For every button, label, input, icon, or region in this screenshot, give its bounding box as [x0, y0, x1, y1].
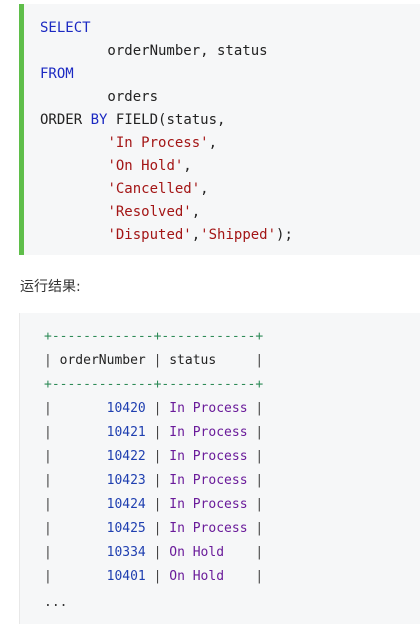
sql-value-line: 'Cancelled',	[107, 181, 209, 197]
order-number-cell: 10421	[106, 425, 146, 440]
order-number-cell: 10423	[106, 473, 146, 488]
sql-string-literal: 'Resolved'	[107, 204, 192, 220]
table-header-row: | orderNumber | status |	[44, 353, 264, 368]
sql-string-literal: 'Shipped'	[200, 227, 277, 243]
status-cell: In Process	[169, 497, 248, 512]
table-row: | 10334 | On Hold |	[44, 545, 264, 560]
sql-order-keyword: ORDER	[40, 112, 83, 128]
sql-from-keyword: FROM	[40, 66, 74, 82]
sql-value-line: 'In Process',	[107, 135, 218, 151]
column-header-status: status	[169, 353, 248, 368]
status-cell: In Process	[169, 449, 248, 464]
sql-select-columns: orderNumber, status	[40, 43, 268, 59]
table-row: | 10421 | In Process |	[44, 425, 264, 440]
sql-by-keyword: BY	[90, 112, 108, 128]
status-cell: On Hold	[169, 545, 248, 560]
status-cell: In Process	[169, 401, 248, 416]
sql-string-literal: 'Cancelled'	[107, 181, 201, 197]
order-number-cell: 10422	[106, 449, 146, 464]
status-cell: In Process	[169, 473, 248, 488]
table-border-mid: +-------------+------------+	[44, 377, 264, 392]
table-row: | 10420 | In Process |	[44, 401, 264, 416]
truncation-ellipsis: ...	[44, 595, 68, 610]
sql-table-name: orders	[40, 89, 159, 105]
sql-field-call: FIELD(status,	[115, 112, 226, 128]
table-row: | 10423 | In Process |	[44, 473, 264, 488]
column-header-ordernumber: orderNumber	[59, 353, 146, 368]
result-caption: 运行结果:	[20, 279, 81, 295]
result-output-block: +-------------+------------+ | orderNumb…	[19, 313, 420, 624]
table-row: | 10425 | In Process |	[44, 521, 264, 536]
sql-code-block: SELECT orderNumber, status FROM orders O…	[19, 4, 420, 255]
sql-string-literal: 'In Process'	[107, 135, 209, 151]
sql-value-line: 'Disputed','Shipped');	[107, 227, 293, 243]
sql-select-keyword: SELECT	[40, 20, 91, 36]
sql-string-literal: 'On Hold'	[107, 158, 184, 174]
status-cell: In Process	[169, 425, 248, 440]
order-number-cell: 10425	[106, 521, 146, 536]
order-number-cell: 10424	[106, 497, 146, 512]
table-row: | 10422 | In Process |	[44, 449, 264, 464]
status-cell: In Process	[169, 521, 248, 536]
sql-value-line: 'On Hold',	[107, 158, 192, 174]
order-number-cell: 10334	[106, 545, 146, 560]
order-number-cell: 10420	[106, 401, 146, 416]
table-row: | 10424 | In Process |	[44, 497, 264, 512]
status-cell: On Hold	[169, 569, 248, 584]
order-number-cell: 10401	[106, 569, 146, 584]
sql-value-line: 'Resolved',	[107, 204, 201, 220]
sql-order-by-line: ORDER BY FIELD(status,	[40, 109, 225, 132]
table-border-top: +-------------+------------+	[44, 329, 264, 344]
sql-string-literal: 'Disputed'	[107, 227, 192, 243]
table-row: | 10401 | On Hold |	[44, 569, 264, 584]
